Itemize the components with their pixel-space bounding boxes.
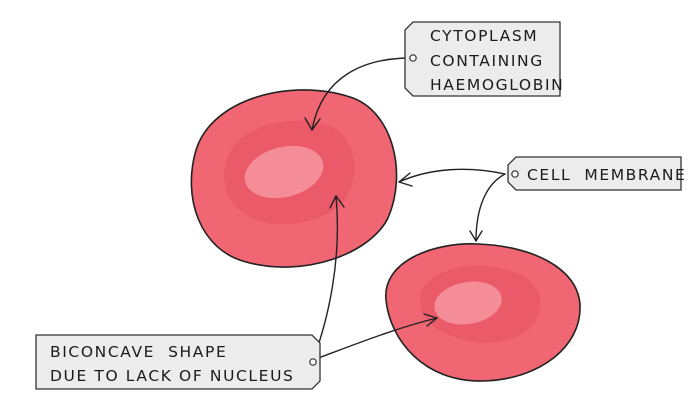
arrow-membrane-lower [475, 173, 506, 242]
label-cytoplasm-tag [404, 21, 561, 97]
label-biconcave: BICONCAVE SHAPE DUE TO LACK OF NUCLEUS [35, 334, 321, 390]
label-cytoplasm-line-1: CYTOPLASM [430, 27, 538, 45]
arrow-membrane-upper [398, 168, 506, 183]
label-cytoplasm-line-2: CONTAINING [430, 52, 544, 70]
arrowhead-membrane-upper [398, 172, 413, 187]
label-biconcave-tag [35, 334, 321, 390]
red-blood-cell-lower [385, 243, 581, 382]
arrow-cytoplasm [311, 57, 412, 131]
label-cell-membrane: CELL MEMBRANE [507, 156, 686, 191]
label-membrane-tag [507, 156, 682, 191]
red-blood-cell-upper [190, 89, 398, 268]
arrow-biconcave-lower [312, 317, 438, 361]
label-biconcave-hole [309, 358, 317, 366]
arrowhead-biconcave-lower [423, 313, 438, 327]
label-membrane-line-1: CELL MEMBRANE [527, 166, 686, 184]
label-cytoplasm-hole [409, 54, 417, 62]
cell-upper-center [244, 145, 324, 199]
label-cytoplasm-line-3: HAEMOGLOBIN [430, 76, 564, 94]
label-biconcave-line-2: DUE TO LACK OF NUCLEUS [50, 367, 294, 385]
label-cytoplasm: CYTOPLASM CONTAINING HAEMOGLOBIN [404, 21, 564, 97]
arrowhead-membrane-lower [469, 230, 483, 242]
cell-lower-center [434, 281, 502, 325]
arrowhead-biconcave-upper [329, 195, 345, 209]
arrowhead-cytoplasm [304, 117, 321, 131]
label-biconcave-line-1: BICONCAVE SHAPE [50, 343, 227, 361]
label-membrane-hole [511, 170, 519, 178]
